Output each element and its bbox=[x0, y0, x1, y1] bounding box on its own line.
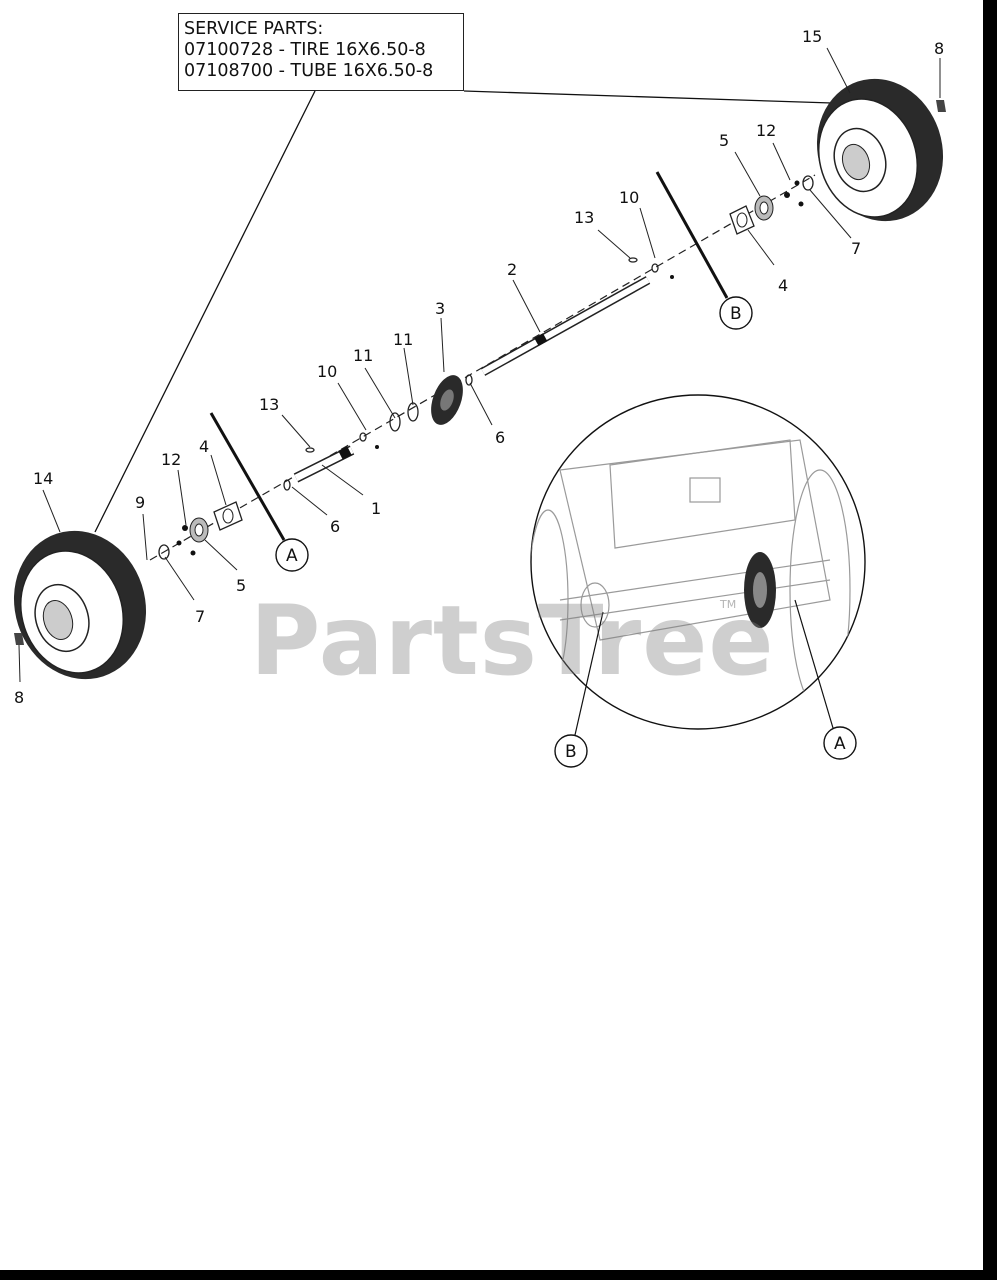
service-leader-right bbox=[463, 90, 833, 104]
detail-inset bbox=[530, 394, 866, 730]
inset-leader-A bbox=[794, 599, 834, 729]
callout-5-right: 5 bbox=[719, 131, 729, 150]
marker-A-main-label: A bbox=[286, 546, 298, 566]
drive-gear bbox=[431, 375, 463, 425]
callout-6-left: 6 bbox=[330, 517, 340, 536]
marker-A-inset-label: A bbox=[834, 734, 846, 754]
tire-right bbox=[816, 78, 944, 222]
service-leader-left bbox=[94, 90, 316, 533]
callout-11-b: 11 bbox=[393, 330, 413, 349]
watermark: PartsTree bbox=[250, 585, 775, 697]
callout-4-right: 4 bbox=[778, 276, 788, 295]
parts-diagram-page: 15 8 12 5 10 13 7 4 2 3 11 11 10 13 6 1 … bbox=[0, 0, 983, 1270]
marker-B-inset-label: B bbox=[565, 742, 577, 762]
marker-B-main-label: B bbox=[730, 304, 742, 324]
marker-A-main bbox=[275, 538, 309, 572]
callout-7-right: 7 bbox=[851, 239, 861, 258]
callout-13-right: 13 bbox=[574, 208, 594, 227]
callout-6-right: 6 bbox=[495, 428, 505, 447]
pointer-B bbox=[655, 171, 729, 299]
callout-9: 9 bbox=[135, 493, 145, 512]
exploded-view-diagram: 15 8 12 5 10 13 7 4 2 3 11 11 10 13 6 1 … bbox=[13, 27, 946, 768]
service-part-tube: 07108700 - TUBE 16X6.50-8 bbox=[184, 61, 434, 81]
bearing-flange-right bbox=[729, 195, 774, 235]
service-part-tire: 07100728 - TIRE 16X6.50-8 bbox=[184, 40, 426, 60]
callout-10-left: 10 bbox=[317, 362, 337, 381]
bolts bbox=[176, 180, 804, 556]
callout-7-left: 7 bbox=[195, 607, 205, 626]
callout-8-top: 8 bbox=[934, 39, 944, 58]
service-parts-heading: SERVICE PARTS: bbox=[184, 19, 324, 39]
callout-3: 3 bbox=[435, 299, 445, 318]
callout-8-bottom: 8 bbox=[14, 688, 24, 707]
pin-top bbox=[936, 100, 946, 112]
tire-left bbox=[13, 530, 147, 680]
callout-4-left: 4 bbox=[199, 437, 209, 456]
callout-12-right: 12 bbox=[756, 121, 776, 140]
small-parts bbox=[158, 175, 814, 560]
marker-B-inset bbox=[554, 734, 588, 768]
callout-13-left: 13 bbox=[259, 395, 279, 414]
watermark-tm: TM bbox=[720, 598, 737, 611]
callout-14: 14 bbox=[33, 469, 53, 488]
callout-5-left: 5 bbox=[236, 576, 246, 595]
pin-bottom bbox=[14, 633, 24, 645]
callout-10-right: 10 bbox=[619, 188, 639, 207]
hub-tube bbox=[293, 445, 355, 483]
axle-shaft bbox=[480, 276, 651, 376]
callout-1: 1 bbox=[371, 499, 381, 518]
inset-leader-B bbox=[574, 611, 604, 736]
callout-15: 15 bbox=[802, 27, 822, 46]
callout-leaders bbox=[18, 47, 941, 683]
callout-2: 2 bbox=[507, 260, 517, 279]
service-parts-box: SERVICE PARTS: 07100728 - TIRE 16X6.50-8… bbox=[178, 13, 464, 91]
pointer-A bbox=[209, 412, 286, 541]
marker-A-inset bbox=[823, 726, 857, 760]
marker-B-main bbox=[719, 296, 753, 330]
callout-11-a: 11 bbox=[353, 346, 373, 365]
callout-12-left: 12 bbox=[161, 450, 181, 469]
bearing-flange-left bbox=[189, 501, 243, 543]
